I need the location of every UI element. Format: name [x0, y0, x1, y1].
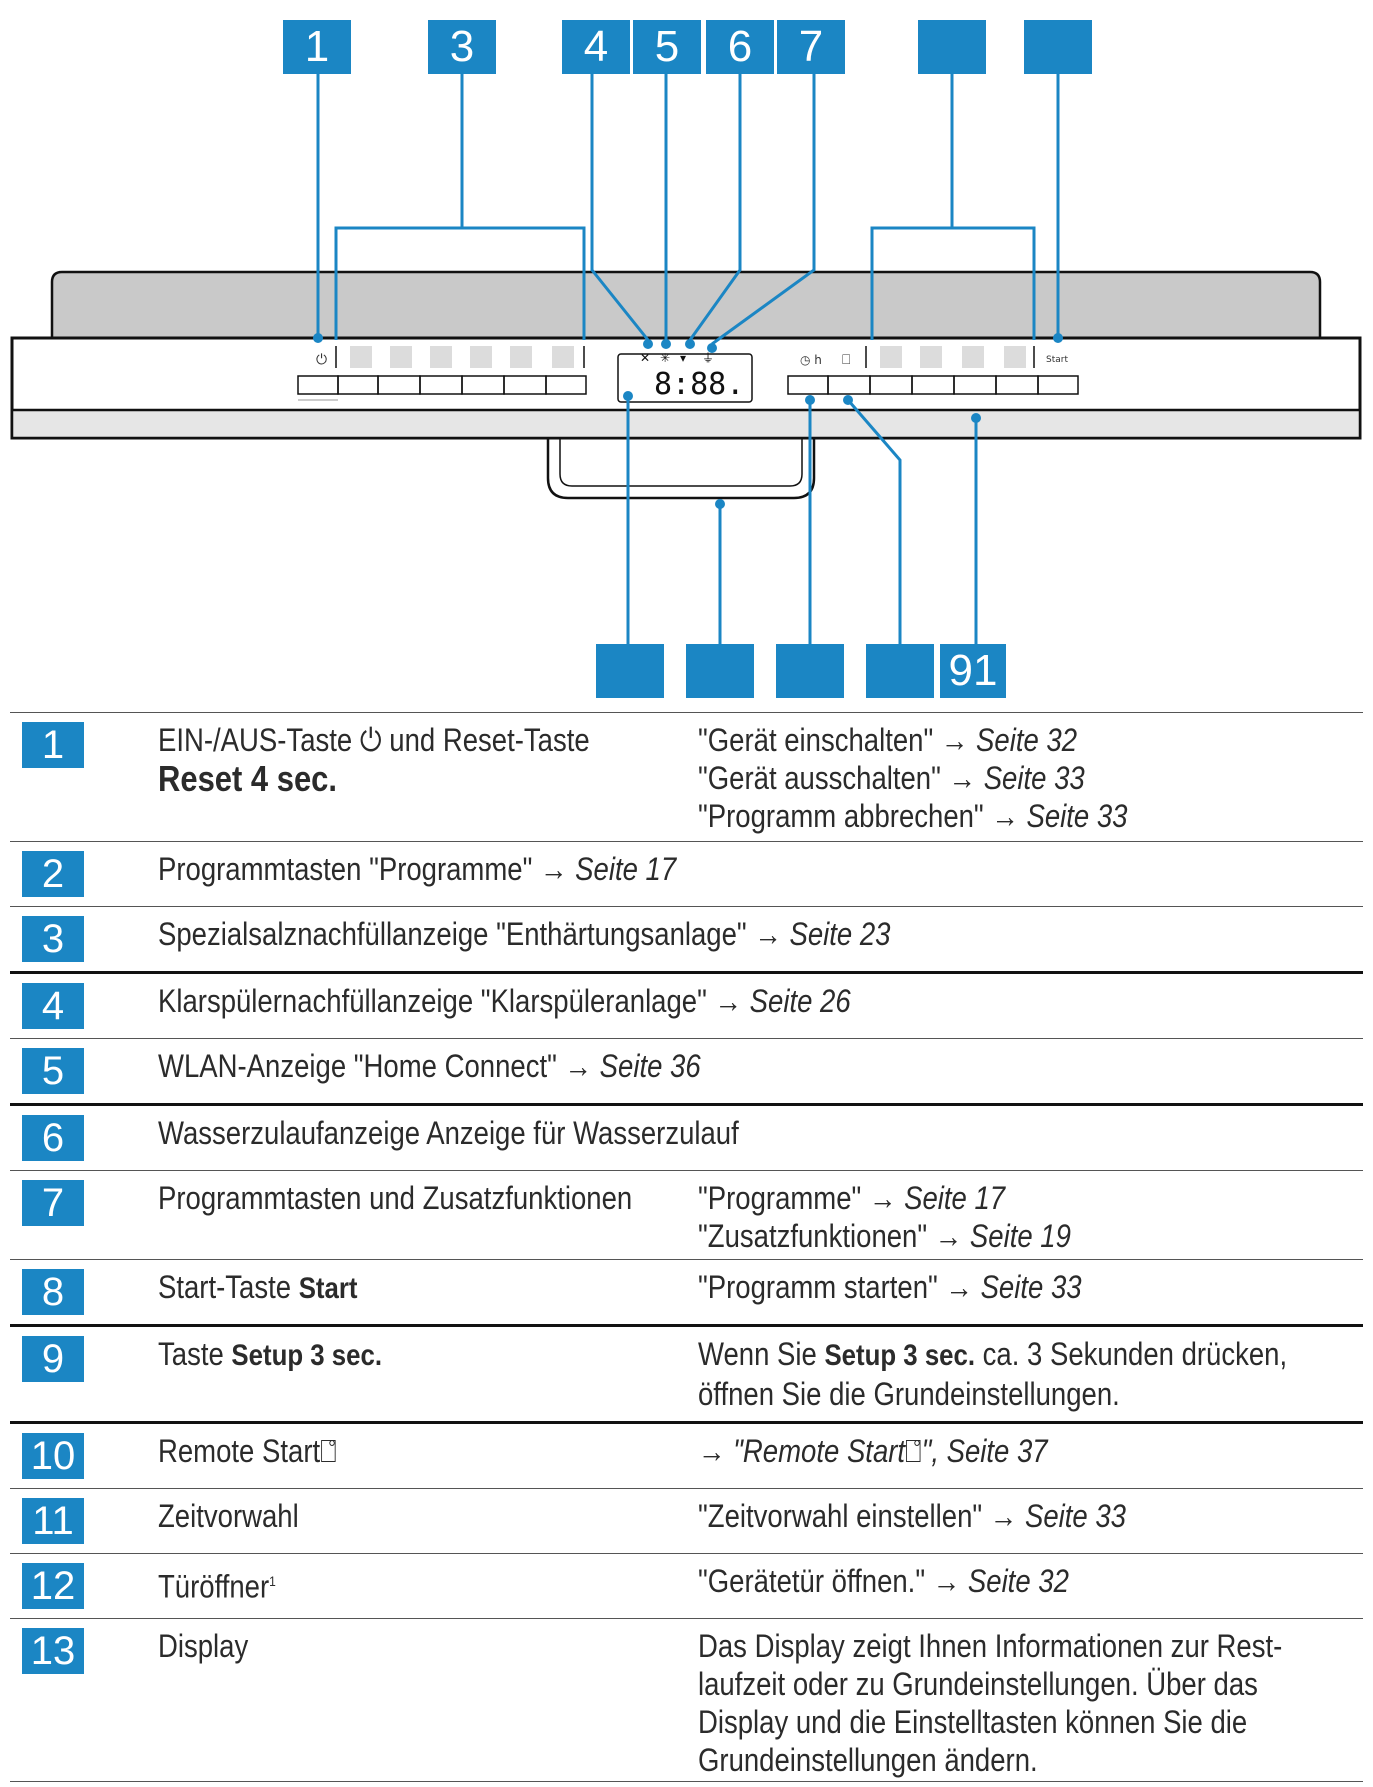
legend-desc: Taste Setup 3 sec.: [158, 1336, 382, 1372]
legend-desc: Programmtasten und Zusatzfunktionen: [158, 1180, 633, 1216]
legend-row-5: 5 WLAN-Anzeige "Home Connect" → Seite 36: [10, 1039, 1363, 1106]
legend-table: 1 EIN-/AUS-Taste ⏻ und Reset-Taste Reset…: [10, 712, 1363, 1782]
legend-num: 11: [22, 1498, 84, 1544]
legend-row-2: 2 Programmtasten "Programme" → Seite 17: [10, 842, 1363, 907]
callout-bottom-b: [686, 644, 754, 698]
legend-row-3: 3 Spezialsalznachfüllanzeige "Enthärtung…: [10, 907, 1363, 974]
legend-row-7: 7 Programmtasten und Zusatzfunktionen "P…: [10, 1171, 1363, 1260]
legend-refs: "Gerät einschalten" → Seite 32 "Gerät au…: [698, 722, 1128, 834]
legend-refs: "Programme" → Seite 17 "Zusatzfunktionen…: [698, 1180, 1071, 1254]
callout-5: 5: [633, 20, 701, 74]
legend-refs: → "Remote Start⎕̊", Seite 37: [698, 1433, 1048, 1469]
callout-4: 4: [562, 20, 630, 74]
legend-refs: "Gerätetür öffnen." → Seite 32: [698, 1563, 1069, 1599]
legend-num: 8: [22, 1269, 84, 1315]
legend-desc: EIN-/AUS-Taste ⏻ und Reset-Taste Reset 4…: [158, 721, 622, 799]
callout-7: 7: [777, 20, 845, 74]
timer-icon: ◷ h: [800, 353, 822, 367]
legend-row-11: 11 Zeitvorwahl "Zeitvorwahl einstellen" …: [10, 1489, 1363, 1554]
water-tap-icon: ⏚: [702, 351, 714, 365]
remote-start-icon: ⎕: [842, 352, 850, 368]
leader-lines-top: [316, 74, 1060, 346]
left-button-group: ⏻: [297, 346, 587, 401]
salt-indicator-icon: ✕: [640, 351, 650, 365]
legend-row-12: 12 Türöffner1 "Gerätetür öffnen." → Seit…: [10, 1554, 1363, 1619]
legend-desc: Klarspülernachfüllanzeige "Klarspüleranl…: [158, 983, 851, 1019]
legend-row-13: 13 Display Das Display zeigt Ihnen Infor…: [10, 1619, 1363, 1782]
legend-desc: Spezialsalznachfüllanzeige "Enthärtungsa…: [158, 916, 891, 952]
legend-desc: WLAN-Anzeige "Home Connect" → Seite 36: [158, 1048, 701, 1084]
legend-note: Wenn Sie Setup 3 sec. ca. 3 Sekunden drü…: [698, 1336, 1288, 1412]
legend-row-6: 6 Wasserzulaufanzeige Anzeige für Wasser…: [10, 1106, 1363, 1171]
legend-num: 7: [22, 1180, 84, 1226]
callout-bottom-c: [776, 644, 844, 698]
legend-num: 9: [22, 1336, 84, 1382]
legend-row-1: 1 EIN-/AUS-Taste ⏻ und Reset-Taste Reset…: [10, 712, 1363, 842]
legend-num: 1: [22, 722, 84, 768]
callout-bottom-a: [596, 644, 664, 698]
legend-desc: Türöffner1: [158, 1568, 276, 1605]
legend-desc: Zeitvorwahl: [158, 1498, 299, 1534]
legend-num: 2: [22, 851, 84, 897]
legend-desc: Programmtasten "Programme" → Seite 17: [158, 851, 677, 887]
legend-num: 4: [22, 983, 84, 1029]
power-icon: ⏻: [316, 352, 327, 368]
start-key-label: Start: [1046, 355, 1068, 365]
legend-desc: Start-Taste Start: [158, 1269, 358, 1305]
legend-refs: "Programm starten" → Seite 33: [698, 1269, 1082, 1305]
display-digits: 8:88.: [654, 367, 744, 402]
legend-desc: Wasserzulaufanzeige Anzeige für Wasserzu…: [158, 1115, 739, 1151]
control-panel-diagram: ⏻ ✕: [0, 0, 1373, 700]
legend-desc: Display: [158, 1628, 249, 1664]
legend-row-4: 4 Klarspülernachfüllanzeige "Klarspülera…: [10, 974, 1363, 1039]
legend-num: 3: [22, 916, 84, 962]
leader-lines-bottom: [626, 396, 978, 648]
legend-row-8: 8 Start-Taste Start "Programm starten" →…: [10, 1260, 1363, 1327]
power-icon: ⏻: [359, 722, 382, 758]
legend-row-10: 10 Remote Start⎕̊ → "Remote Start⎕̊", Se…: [10, 1424, 1363, 1489]
reset-label: Reset 4 sec.: [158, 758, 338, 799]
callout-blank-b: [1024, 20, 1092, 74]
callout-bottom-d: [866, 644, 934, 698]
panel-illustration: ⏻ ✕: [10, 74, 1362, 648]
legend-num: 6: [22, 1115, 84, 1161]
callout-1: 1: [283, 20, 351, 74]
legend-desc: Remote Start⎕̊: [158, 1433, 337, 1469]
legend-num: 10: [22, 1433, 84, 1479]
callout-9: 91: [940, 644, 1006, 698]
door-handle: [546, 438, 816, 500]
rinse-aid-icon: ✳: [660, 351, 670, 365]
display-window: ✕ ✳ ▾ ⏚ 8:88.: [617, 351, 753, 403]
callout-3: 3: [428, 20, 496, 74]
wifi-icon: ▾: [680, 351, 686, 365]
legend-paragraph: Das Display zeigt Ihnen Informationen zu…: [698, 1628, 1283, 1778]
right-button-group: ◷ h ⎕ Start: [787, 346, 1079, 395]
legend-refs: "Zeitvorwahl einstellen" → Seite 33: [698, 1498, 1126, 1534]
panel-top-cover: [50, 270, 1322, 340]
callout-6: 6: [706, 20, 774, 74]
remote-start-icon: ⎕̊: [905, 1433, 922, 1469]
legend-num: 12: [22, 1563, 84, 1609]
legend-row-9: 9 Taste Setup 3 sec. Wenn Sie Setup 3 se…: [10, 1327, 1363, 1424]
legend-num: 13: [22, 1628, 84, 1674]
legend-num: 5: [22, 1048, 84, 1094]
remote-start-icon: ⎕̊: [320, 1433, 337, 1469]
callout-blank-a: [918, 20, 986, 74]
